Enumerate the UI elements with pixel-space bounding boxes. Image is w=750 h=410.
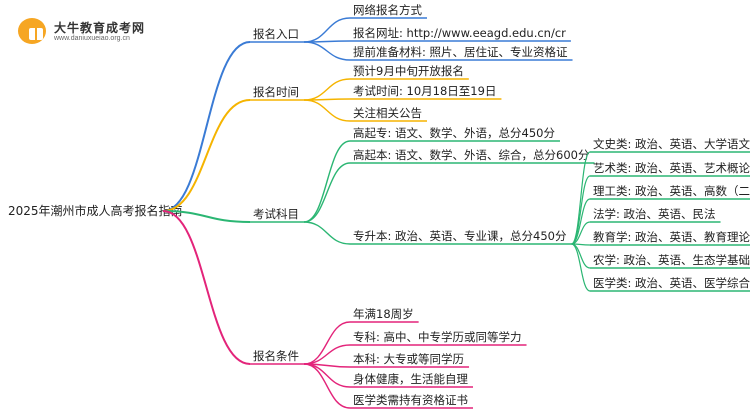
branch-3-item-2: 高起本: 语文、数学、外语、综合，总分600分 xyxy=(353,148,590,162)
subject-item-2: 艺术类: 政治、英语、艺术概论 xyxy=(593,161,750,175)
branch-3-item-3: 专升本: 政治、英语、专业课，总分450分 xyxy=(353,229,567,243)
branch-4-item-2: 专科: 高中、中专学历或同等学力 xyxy=(353,330,522,344)
branch-3-connector-3 xyxy=(303,221,351,245)
logo-site-name: 大牛教育成考网 xyxy=(54,21,146,35)
book-logo-icon xyxy=(18,18,46,44)
subject-item-3: 理工类: 政治、英语、高数（二） xyxy=(593,184,750,198)
branch-connector-3 xyxy=(162,210,251,223)
subitem-connector-1 xyxy=(570,151,591,245)
subitem-connector-3 xyxy=(571,198,591,245)
branch-1-item-2: 报名网址: http://www.eeagd.edu.cn/cr xyxy=(353,26,566,40)
branch-1-connector-3 xyxy=(303,41,351,61)
branch-3: 考试科目 xyxy=(253,207,299,221)
logo-site-url: www.daniuxueiao.org.cn xyxy=(54,35,130,42)
branch-4-connector-1 xyxy=(303,321,351,365)
branch-connector-2 xyxy=(162,99,251,212)
branch-3-item-1: 高起专: 语文、数学、外语，总分450分 xyxy=(353,126,555,140)
branch-2-item-3: 关注相关公告 xyxy=(353,106,422,120)
branch-4-connector-2 xyxy=(303,344,351,365)
branch-2-connector-3 xyxy=(303,99,351,122)
branch-1-item-3: 提前准备材料: 照片、居住证、专业资格证 xyxy=(353,45,568,59)
site-logo: 大牛教育成考网 www.daniuxueiao.org.cn xyxy=(14,14,214,48)
branch-1: 报名入口 xyxy=(253,27,299,41)
branch-4-item-3: 本科: 大专或等同学历 xyxy=(353,352,464,366)
branch-2: 报名时间 xyxy=(253,85,299,99)
branch-4-item-4: 身体健康，生活能自理 xyxy=(353,372,468,386)
branch-connector-1 xyxy=(162,41,251,212)
branch-4-connector-5 xyxy=(303,363,351,409)
subitem-connector-7 xyxy=(571,243,591,292)
branch-4: 报名条件 xyxy=(253,349,299,363)
subitem-connector-4 xyxy=(571,221,591,245)
branch-2-item-1: 预计9月中旬开放报名 xyxy=(353,64,464,78)
branch-4-item-5: 医学类需持有资格证书 xyxy=(353,393,468,407)
branch-1-connector-1 xyxy=(303,17,351,43)
subject-item-4: 法学: 政治、英语、民法 xyxy=(593,207,716,221)
branch-1-item-1: 网络报名方式 xyxy=(353,3,422,17)
branch-4-item-1: 年满18周岁 xyxy=(353,307,414,321)
subject-item-7: 医学类: 政治、英语、医学综合 xyxy=(593,276,750,290)
subitem-connector-6 xyxy=(571,243,591,269)
branch-2-item-2: 考试时间: 10月18日至19日 xyxy=(353,84,496,98)
subject-item-5: 教育学: 政治、英语、教育理论 xyxy=(593,230,750,244)
branch-3-connector-2 xyxy=(303,162,351,223)
branch-connector-4 xyxy=(162,210,251,365)
branch-3-connector-1 xyxy=(303,140,351,223)
branch-2-connector-1 xyxy=(303,78,351,101)
subject-item-6: 农学: 政治、英语、生态学基础 xyxy=(593,253,750,267)
subject-item-1: 文史类: 政治、英语、大学语文 xyxy=(593,137,750,151)
root-title: 2025年潮州市成人高考报名指南 xyxy=(8,203,183,218)
